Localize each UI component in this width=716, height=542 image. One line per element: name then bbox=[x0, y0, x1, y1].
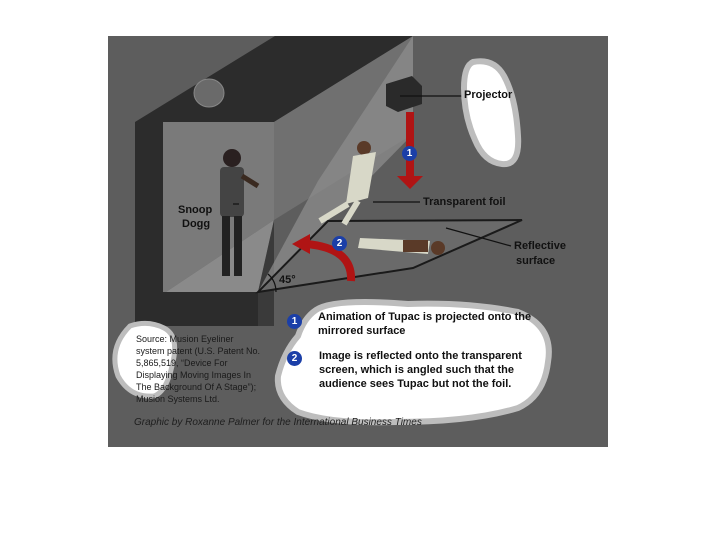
stage-floor bbox=[163, 220, 274, 296]
stage-front-edge bbox=[163, 292, 258, 326]
step-badge-1: 1 bbox=[287, 314, 302, 329]
source-line-5: The Background Of A Stage”); bbox=[136, 382, 257, 392]
whiteout-blob-notes bbox=[274, 299, 552, 426]
tupac-floor-image bbox=[358, 238, 445, 255]
reflection-arrow-head bbox=[292, 234, 310, 254]
projection-arrow-shaft bbox=[406, 112, 414, 176]
stage-rear-wall bbox=[274, 36, 413, 220]
angle-arc bbox=[267, 273, 277, 293]
step-2-text: Image is reflected onto the transparent … bbox=[319, 350, 522, 390]
reflective-surface-label-line2: surface bbox=[516, 255, 556, 267]
step-1-text: Animation of Tupac is projected onto the… bbox=[318, 311, 532, 337]
stage-side bbox=[258, 220, 274, 326]
roof-light bbox=[193, 78, 225, 108]
snoop-dogg-label-line2: Dogg bbox=[182, 218, 211, 230]
projector bbox=[386, 76, 422, 112]
step-badge-2: 2 bbox=[287, 351, 302, 366]
stage-back-wall bbox=[163, 122, 274, 294]
tupac-hologram bbox=[318, 141, 376, 226]
projector-label: Projector bbox=[464, 89, 513, 101]
step-badge-2-diagram: 2 bbox=[332, 236, 347, 251]
source-line-2: system patent (U.S. Patent No. bbox=[136, 346, 261, 356]
graphic-credit: Graphic by Roxanne Palmer for the Intern… bbox=[134, 417, 422, 428]
reflective-surface-label-line1: Reflective bbox=[514, 240, 566, 252]
whiteout-blob-left bbox=[112, 320, 178, 399]
source-line-4: Displaying Moving Images In bbox=[136, 370, 252, 380]
diagram-panel: Projector Snoop Dogg Transparent foil Re… bbox=[108, 36, 608, 447]
reflective-leader bbox=[445, 227, 512, 247]
whiteout-blob-top bbox=[460, 58, 522, 168]
source-line-1: Source: Musion Eyeliner bbox=[136, 334, 234, 344]
stage-left-pillar bbox=[135, 122, 163, 326]
source-line-6: Musion Systems Ltd. bbox=[136, 394, 220, 404]
transparent-foil bbox=[258, 36, 413, 292]
projection-arrow-head bbox=[397, 176, 423, 189]
snoop-dogg-label-line1: Snoop bbox=[178, 204, 213, 216]
source-line-3: 5,865,519, “Device For bbox=[136, 358, 228, 368]
transparent-foil-label: Transparent foil bbox=[423, 196, 506, 208]
stage-illustration bbox=[112, 36, 552, 426]
angle-label: 45° bbox=[279, 274, 296, 286]
reflection-arrow-curve bbox=[305, 240, 356, 282]
step-badge-1-diagram: 1 bbox=[402, 146, 417, 161]
reflective-surface bbox=[255, 219, 523, 294]
